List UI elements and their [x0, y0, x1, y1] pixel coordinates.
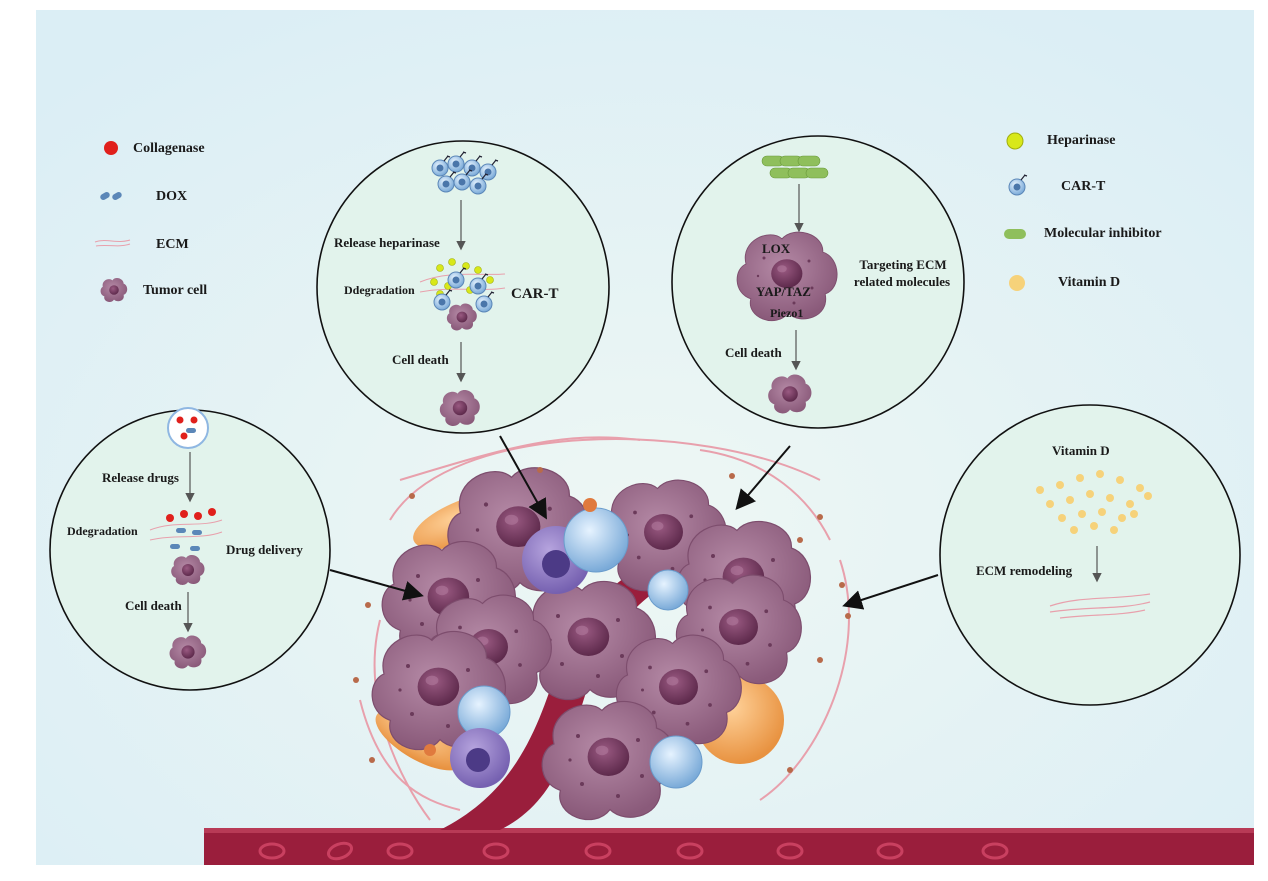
vitamin-d-title: Vitamin D — [1052, 443, 1110, 458]
legend-left-icons — [94, 141, 131, 302]
drug-cell-death-label: Cell death — [125, 598, 182, 613]
tumor-mass — [353, 467, 851, 821]
arrow-targeting — [735, 445, 791, 511]
yap-taz-label: YAP/TAZ — [756, 284, 811, 299]
vitamin-d-icon — [1009, 275, 1025, 291]
arrow-vitamin-d — [842, 574, 939, 610]
legend-collagenase-label: Collagenase — [133, 141, 205, 156]
ecm-remodeling-label: ECM remodeling — [976, 563, 1073, 578]
ecm-icon — [94, 239, 131, 247]
drug-degradation-cluster — [149, 508, 223, 551]
molecular-inhibitor-cluster — [761, 155, 829, 179]
drug-degradation-label: Ddegradation — [67, 524, 138, 538]
molecular-inhibitor-icon — [1004, 229, 1026, 239]
car-t-cell-death-label: Cell death — [392, 352, 449, 367]
legend-ecm-label: ECM — [156, 237, 189, 252]
targeting-label-line1: Targeting ECM — [859, 257, 947, 272]
ecm-fibers — [359, 436, 850, 821]
drug-delivery-title: Drug delivery — [226, 542, 303, 557]
piezo-label: Piezo1 — [770, 306, 804, 320]
car-t-title: CAR-T — [511, 286, 559, 302]
circle-targeting — [671, 135, 965, 429]
targeting-cell-death-label: Cell death — [725, 345, 782, 360]
legend-heparinase-label: Heparinase — [1047, 133, 1116, 148]
circle-drug-delivery — [49, 407, 331, 691]
drug-release-label: Release drugs — [102, 470, 179, 485]
pointer-arrows — [329, 435, 939, 610]
legend-tumor-cell-label: Tumor cell — [143, 283, 208, 298]
circle-vitamin-d — [939, 404, 1241, 706]
legend-right-icons — [1004, 132, 1028, 291]
remodeled-ecm — [1049, 593, 1151, 619]
targeting-label-line2: related molecules — [853, 274, 951, 289]
degradation-cluster — [419, 258, 506, 331]
dox-icon — [100, 192, 122, 200]
legend-vitamin-d-label: Vitamin D — [1058, 275, 1121, 290]
circle-car-t — [316, 140, 610, 434]
car-t-degradation-label: Ddegradation — [344, 283, 415, 297]
arrow-car-t — [499, 435, 547, 520]
arrow-drug-delivery — [329, 569, 424, 601]
nanoparticle — [167, 407, 209, 449]
vitamin-d-dots — [1036, 470, 1152, 534]
legend-dox-label: DOX — [156, 189, 188, 204]
collagenase-icon — [104, 141, 118, 155]
lox-label: LOX — [762, 241, 791, 256]
heparinase-icon — [1006, 132, 1024, 150]
car-t-release-label: Release heparinase — [334, 235, 440, 250]
legend-molecular-inhibitor-label: Molecular inhibitor — [1044, 226, 1162, 241]
legend-car-t-label: CAR-T — [1061, 179, 1106, 194]
